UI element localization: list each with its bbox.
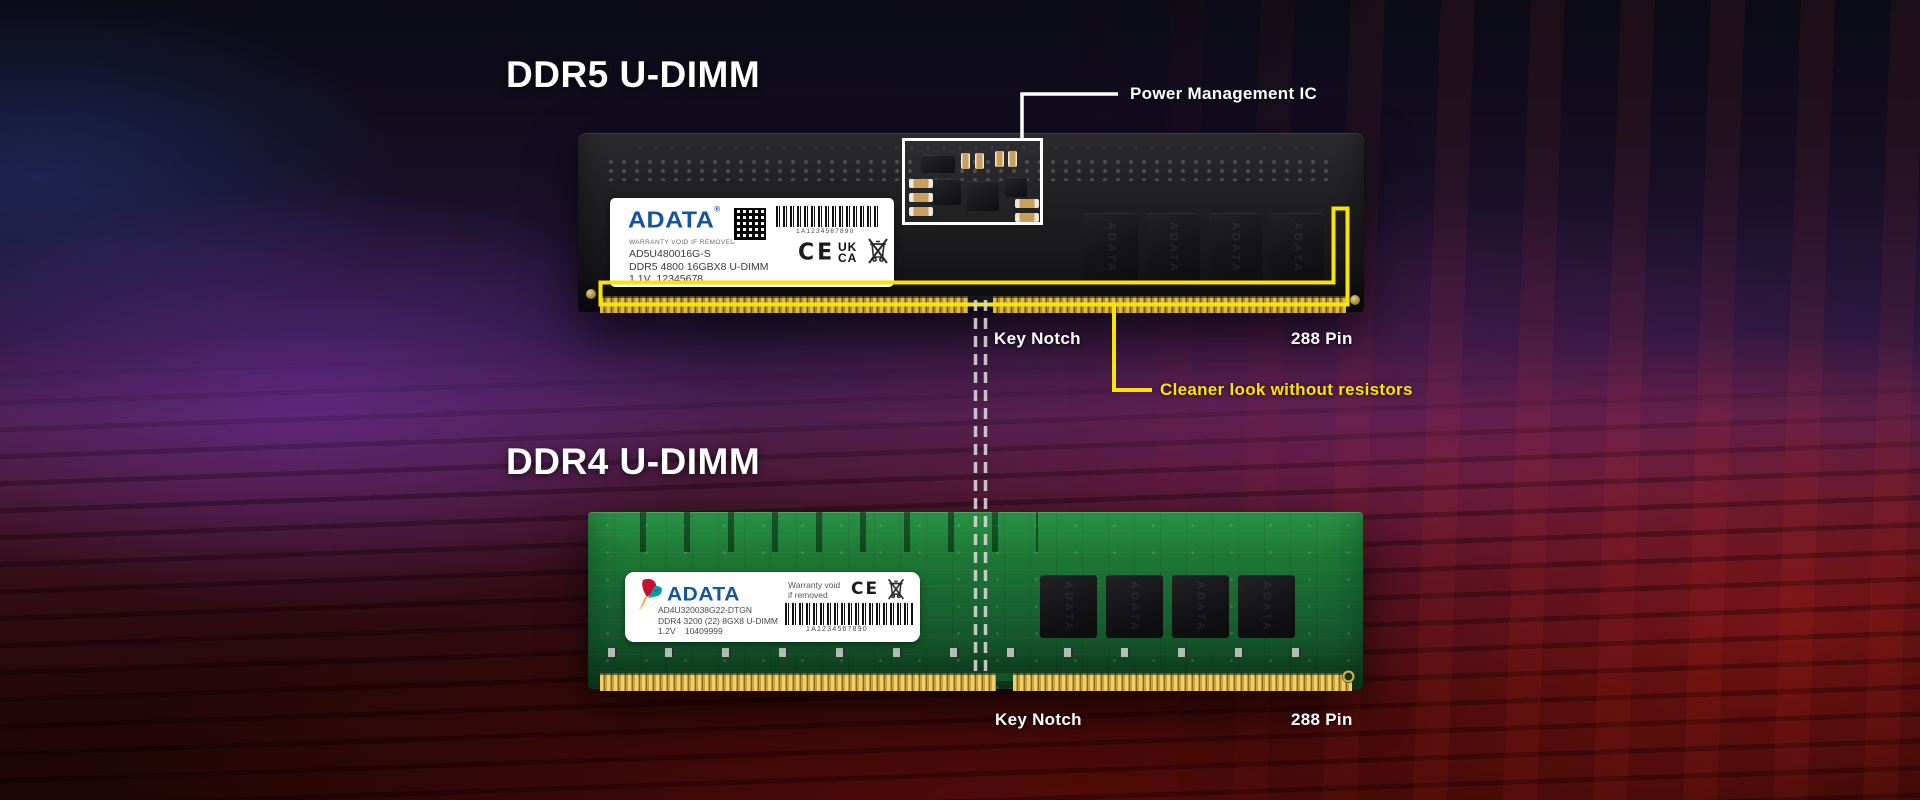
capacitor	[1008, 151, 1017, 167]
ddr4-module: ADATA ADATA ADATA ADATA ADATA AD4U320038…	[588, 512, 1363, 691]
registered-mark: ®	[714, 204, 721, 214]
ddr5-key-notch-label: Key Notch	[994, 329, 1081, 348]
capacitor	[961, 153, 970, 169]
capacitor	[1015, 213, 1039, 222]
capacitor	[909, 193, 933, 202]
ddr5-pin-count-label: 288 Pin	[1291, 329, 1353, 348]
key-notch-cutout	[996, 673, 1013, 681]
barcode-number: 1A1234567890	[806, 626, 868, 633]
dram-chip: ADATA	[1040, 575, 1097, 638]
spec-line: DDR4 3200 (22) 8GX8 U-DIMM	[658, 615, 778, 626]
chip-brand-text: ADATA	[1128, 580, 1141, 633]
spec-line: DDR5 4800 16GBX8 U-DIMM	[629, 260, 769, 273]
heatspreader-dot-pattern-upper	[638, 145, 1318, 153]
adata-wordmark: ADATA	[667, 583, 740, 606]
dram-chip: ADATA	[1085, 213, 1138, 283]
mounting-hole	[1342, 670, 1355, 683]
hummingbird-logo-icon	[638, 578, 663, 611]
smd-resistor-row	[608, 648, 1322, 657]
warranty-line2: if removed	[788, 589, 828, 600]
chip-brand-text: ADATA	[1062, 580, 1075, 633]
ddr4-key-notch-label: Key Notch	[995, 710, 1082, 729]
chip-brand-text: ADATA	[1167, 222, 1180, 274]
barcode-icon	[776, 206, 880, 227]
capacitor	[909, 179, 933, 188]
adata-logo: ADATA®	[628, 204, 721, 234]
ddr5-product-label: ADATA® WARRANTY VOID IF REMOVED AD5U4800…	[610, 198, 894, 287]
dram-chip: ADATA	[1238, 575, 1295, 638]
mounting-hole	[586, 289, 596, 299]
warranty-text: WARRANTY VOID IF REMOVED	[629, 239, 736, 246]
adata-logo: ADATA	[667, 584, 740, 607]
pmic-highlight-box	[902, 138, 1043, 225]
key-notch-cutout	[968, 296, 993, 303]
edge-pins-left	[600, 673, 996, 691]
capacitor	[1015, 199, 1039, 208]
dram-chip: ADATA	[1209, 213, 1262, 283]
mounting-hole	[1350, 295, 1360, 305]
cleaner-look-callout-label: Cleaner look without resistors	[1160, 380, 1413, 399]
ddr4-title: DDR4 U-DIMM	[506, 441, 761, 482]
weee-bin-icon	[887, 578, 905, 600]
cleaner-look-connector-line	[1112, 305, 1152, 392]
adata-wordmark: ADATA	[628, 206, 715, 234]
chip-brand-text: ADATA	[1229, 222, 1242, 274]
pmic-component	[1005, 177, 1027, 197]
part-number: AD5U480016G-S	[629, 248, 711, 260]
voltage-serial: 1.2V 10409999	[658, 626, 723, 636]
chip-brand-text: ADATA	[1105, 222, 1118, 274]
dram-chip: ADATA	[1271, 213, 1324, 283]
chip-brand-text: ADATA	[1194, 580, 1207, 633]
edge-pins-right	[993, 296, 1346, 313]
weee-bin-icon	[868, 238, 888, 264]
dram-chip: ADATA	[1106, 575, 1163, 638]
capacitor	[995, 151, 1004, 167]
ukca-bottom: CA	[838, 251, 858, 265]
pmic-component	[921, 155, 955, 173]
dram-chip: ADATA	[1172, 575, 1229, 638]
edge-pins-right	[1013, 673, 1352, 691]
ce-mark: CE	[798, 239, 836, 266]
capacitor	[909, 207, 933, 216]
pmic-component	[931, 179, 961, 205]
chip-brand-text: ADATA	[1260, 580, 1273, 633]
voltage-serial: 1.1V 12345678	[629, 273, 704, 285]
part-number: AD4U320038G22-DTGN	[658, 605, 753, 615]
dram-chip: ADATA	[1147, 213, 1200, 283]
ddr5-title: DDR5 U-DIMM	[506, 54, 761, 95]
ddr4-pin-count-label: 288 Pin	[1291, 710, 1353, 729]
qr-code-icon	[732, 206, 768, 242]
edge-pins-left	[600, 296, 968, 313]
warranty-line1: Warranty void	[788, 580, 841, 590]
chip-brand-text: ADATA	[1291, 222, 1304, 274]
capacitor	[975, 153, 984, 169]
pcb-top-slots	[602, 512, 1038, 552]
barcode-number: 1A1234567890	[796, 228, 855, 235]
barcode-icon	[785, 603, 913, 625]
ce-mark: CE	[851, 579, 880, 599]
heatspreader-dot-pattern	[608, 159, 1334, 181]
pmic-callout-label: Power Management IC	[1130, 84, 1318, 103]
power-management-ic-chip	[967, 181, 999, 211]
